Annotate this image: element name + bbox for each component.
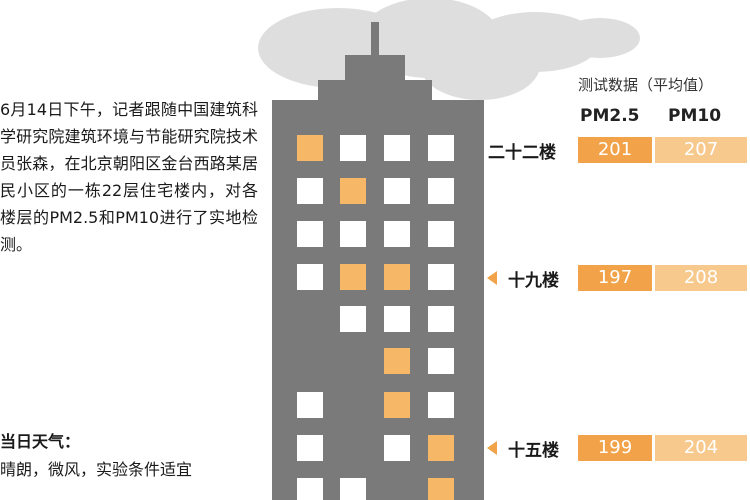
window xyxy=(297,478,323,500)
pm10-value-19: 208 xyxy=(655,265,747,291)
window-lit xyxy=(297,135,323,161)
window xyxy=(428,392,454,418)
window-lit xyxy=(340,178,366,204)
building-body xyxy=(272,100,484,500)
window xyxy=(340,478,366,500)
window xyxy=(384,306,410,332)
window xyxy=(428,264,454,290)
pm25-value-19: 197 xyxy=(578,265,652,291)
window xyxy=(297,264,323,290)
window-lit xyxy=(384,392,410,418)
window-lit xyxy=(428,435,454,461)
window xyxy=(384,135,410,161)
pointer-arrow-icon xyxy=(487,271,497,285)
window xyxy=(428,178,454,204)
window xyxy=(384,221,410,247)
pm25-value-15: 199 xyxy=(578,435,652,461)
table-title: 测试数据（平均值） xyxy=(578,76,714,94)
window xyxy=(428,135,454,161)
window-lit xyxy=(428,478,454,500)
column-header-pm25: PM2.5 xyxy=(580,106,640,126)
weather-title: 当日天气： xyxy=(0,432,81,451)
pm10-value-22: 207 xyxy=(655,137,747,163)
weather-text: 晴朗，微风，实验条件适宜 xyxy=(0,460,193,479)
window xyxy=(428,348,454,374)
floor-label-19: 十九楼 xyxy=(508,271,559,291)
pointer-arrow-icon xyxy=(487,441,497,455)
window xyxy=(428,221,454,247)
window xyxy=(340,306,366,332)
window-lit xyxy=(384,264,410,290)
window xyxy=(340,221,366,247)
window xyxy=(340,135,366,161)
antenna xyxy=(371,22,379,62)
window-lit xyxy=(340,264,366,290)
window xyxy=(384,178,410,204)
story-paragraph: 6月14日下午，记者跟随中国建筑科学研究院建筑环境与节能研究院技术员张森，在北京… xyxy=(0,100,258,254)
column-header-pm10: PM10 xyxy=(668,106,722,126)
window xyxy=(297,392,323,418)
pm10-value-15: 204 xyxy=(655,435,747,461)
pm25-value-22: 201 xyxy=(578,137,652,163)
window xyxy=(297,178,323,204)
floor-label-15: 十五楼 xyxy=(508,441,559,461)
window xyxy=(384,435,410,461)
floor-label-22: 二十二楼 xyxy=(488,143,556,163)
window xyxy=(297,221,323,247)
window xyxy=(428,306,454,332)
window-lit xyxy=(384,348,410,374)
window xyxy=(297,435,323,461)
